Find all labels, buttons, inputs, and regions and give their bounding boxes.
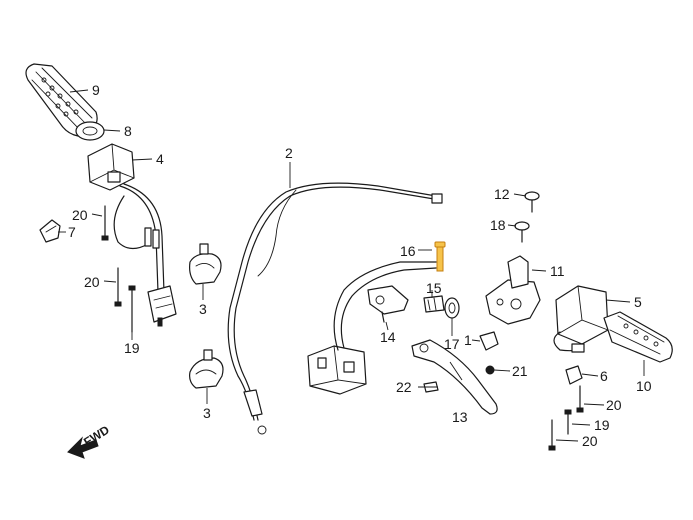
screw-18	[514, 221, 530, 243]
washer-17	[444, 297, 460, 319]
screw-left-19	[128, 285, 136, 333]
callout-18: 18	[490, 217, 506, 233]
part-16-highlighted	[434, 241, 446, 272]
callout-7: 7	[68, 224, 76, 240]
lever-bracket-14	[367, 285, 409, 323]
fwd-arrow	[67, 436, 99, 459]
callout-2: 2	[285, 145, 293, 161]
callout-3-lower: 3	[203, 405, 211, 421]
bracket-11	[485, 255, 541, 325]
callout-22: 22	[396, 379, 412, 395]
center-connector	[307, 261, 437, 395]
left-switch-wires	[113, 183, 165, 293]
left-connector	[147, 285, 177, 327]
callout-4: 4	[156, 151, 164, 167]
callout-8: 8	[124, 123, 132, 139]
clip-6	[565, 365, 583, 385]
clutch-lever	[411, 339, 498, 415]
callout-20-right-b: 20	[582, 433, 598, 449]
callout-1: 1	[464, 332, 472, 348]
callout-6: 6	[600, 368, 608, 384]
callout-20-left-b: 20	[84, 274, 100, 290]
callout-10: 10	[636, 378, 652, 394]
callout-16: 16	[400, 243, 416, 259]
callout-5: 5	[634, 294, 642, 310]
screw-12	[524, 191, 540, 213]
clamp-upper	[189, 243, 222, 285]
left-grip	[25, 63, 98, 137]
callout-9: 9	[92, 82, 100, 98]
screw-left-20a	[101, 205, 109, 241]
callout-20-left-a: 20	[72, 207, 88, 223]
nut-21	[485, 365, 495, 375]
clip-1	[479, 331, 499, 351]
screw-left-20b	[114, 267, 122, 307]
callout-13: 13	[452, 409, 468, 425]
callout-19-left: 19	[124, 340, 140, 356]
screw-right-19	[564, 409, 572, 435]
clamp-lower	[189, 349, 224, 389]
callout-11: 11	[550, 263, 565, 279]
screw-right-20b	[548, 419, 556, 451]
callout-20-right-a: 20	[606, 397, 622, 413]
screw-right-20a	[576, 385, 584, 413]
callout-14: 14	[380, 329, 396, 345]
callout-19-right: 19	[594, 417, 610, 433]
left-switch-housing	[87, 143, 135, 191]
right-grip	[603, 311, 673, 363]
callout-3-upper: 3	[199, 301, 207, 317]
right-switch-housing	[553, 285, 609, 353]
bolt-15	[423, 295, 445, 313]
callout-12: 12	[494, 186, 510, 202]
clutch-cable	[227, 182, 443, 435]
grip-end	[75, 121, 105, 141]
callout-17: 17	[444, 336, 460, 352]
callout-21: 21	[512, 363, 528, 379]
leader-lines	[58, 89, 645, 442]
clip-7	[39, 219, 61, 243]
callout-15: 15	[426, 280, 442, 296]
